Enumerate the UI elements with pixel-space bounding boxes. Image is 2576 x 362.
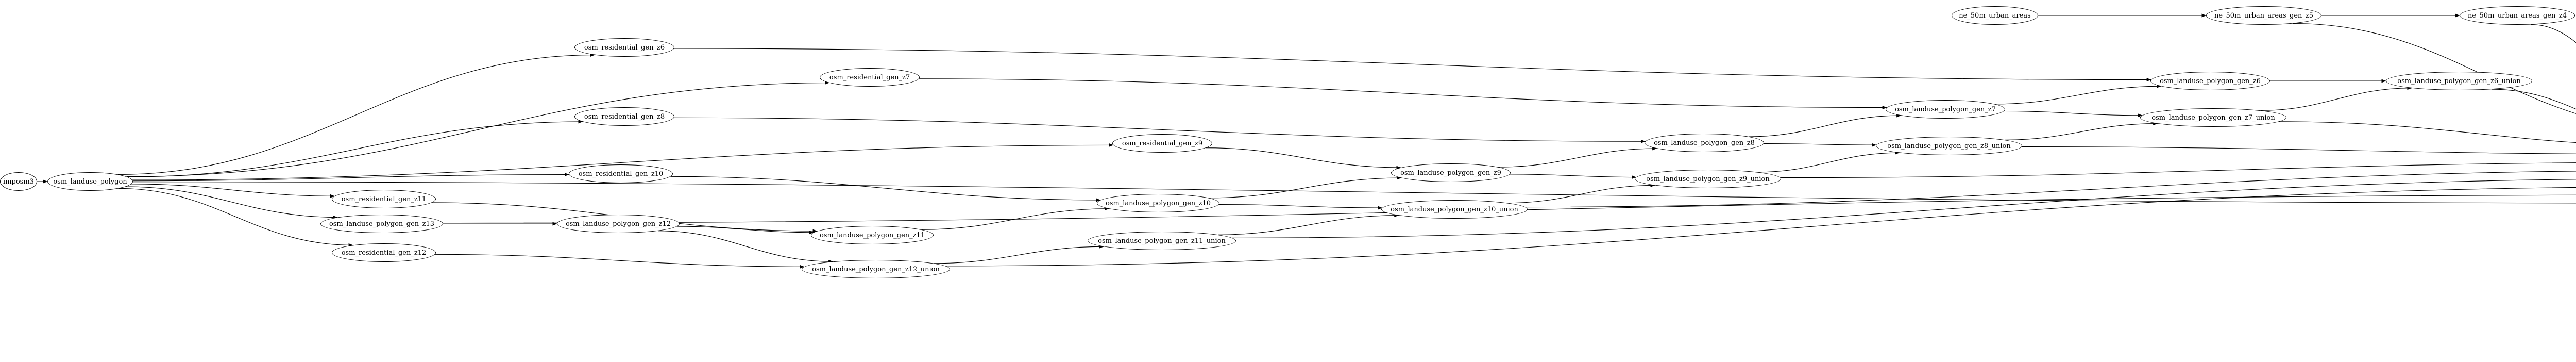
graph-edge [2005,122,2158,140]
graph-node-label: ne_50m_urban_areas [1959,11,2031,20]
graph-node-label: osm_landuse_polygon_gen_z7_union [2151,113,2275,122]
graph-edge [1218,204,1383,210]
graph-node-label: osm_landuse_polygon_gen_z13 [329,220,435,228]
graph-edge [1206,147,1401,170]
graph-edge [1218,213,1399,235]
graph-edge [1209,176,1402,199]
graph-node-label: osm_landuse_polygon_gen_z6_union [2397,77,2521,85]
graph-edge [2022,146,2576,154]
graph-edge [1510,174,1636,179]
graph-node-osm-landuse-polygon-gen-z9-union[interactable]: osm_landuse_polygon_gen_z9_union [1635,170,1781,188]
graph-edge [132,182,2576,204]
graph-edge [921,207,1109,230]
graph-node-osm-landuse-polygon-gen-z13[interactable]: osm_landuse_polygon_gen_z13 [320,215,443,233]
graph-node-label: osm_landuse_polygon_gen_z11 [819,231,925,239]
graph-node-label: osm_residential_gen_z11 [341,195,427,203]
graph-node-label: osm_landuse_polygon_gen_z11_union [1098,237,1226,245]
graph-node-osm-landuse-polygon-gen-z6-union[interactable]: osm_landuse_polygon_gen_z6_union [2386,72,2532,90]
graph-edge [919,78,1887,110]
graph-edge [1507,183,1655,204]
graph-node-osm-residential-gen-z8[interactable]: osm_residential_gen_z8 [574,107,674,126]
graph-edge [125,186,338,219]
graph-edge [131,184,335,198]
graph-node-label: osm_landuse_polygon_gen_z10 [1105,199,1211,207]
graph-node-label: osm_landuse_polygon_gen_z10_union [1391,205,1518,213]
graph-node-label: osm_residential_gen_z8 [584,112,665,121]
graph-node-label: osm_residential_gen_z10 [578,170,664,178]
graph-node-osm-residential-gen-z9[interactable]: osm_residential_gen_z9 [1112,134,1212,153]
graph-node-label: imposm3 [3,177,34,186]
graph-node-osm-landuse-polygon-gen-z6[interactable]: osm_landuse_polygon_gen_z6 [2150,72,2270,90]
graph-node-osm-residential-gen-z12[interactable]: osm_residential_gen_z12 [332,243,436,262]
graph-node-label: osm_landuse_polygon_gen_z12_union [812,265,940,273]
graph-node-osm-landuse-polygon-gen-z11[interactable]: osm_landuse_polygon_gen_z11 [811,226,934,244]
graph-edge [1749,113,1902,137]
graph-node-osm-landuse-polygon-gen-z7[interactable]: osm_landuse_polygon_gen_z7 [1886,100,2005,119]
graph-node-ne-50m-urban-areas-gen-z5[interactable]: ne_50m_urban_areas_gen_z5 [2206,6,2321,25]
graph-edge [670,176,1101,202]
graph-node-osm-residential-gen-z7[interactable]: osm_residential_gen_z7 [820,68,920,87]
graph-edge [934,244,1104,264]
graph-node-label: osm_landuse_polygon_gen_z7 [1895,105,1996,113]
graph-node-osm-landuse-polygon-gen-z11-union[interactable]: osm_landuse_polygon_gen_z11_union [1088,232,1236,250]
graph-node-label: ne_50m_urban_areas_gen_z4 [2467,11,2567,20]
graph-node-osm-landuse-polygon-gen-z10[interactable]: osm_landuse_polygon_gen_z10 [1097,194,1219,212]
graph-node-label: osm_residential_gen_z7 [829,73,910,81]
graph-node-label: osm_landuse_polygon [53,177,127,186]
graph-node-ne-50m-urban-areas-gen-z4[interactable]: ne_50m_urban_areas_gen_z4 [2460,6,2575,25]
graph-edge [2279,121,2576,143]
graph-node-label: osm_landuse_polygon_gen_z6 [2160,77,2261,85]
graph-node-label: osm_landuse_polygon_gen_z9 [1400,169,1501,177]
graph-edge [1757,151,1900,173]
graph-edge [2004,110,2143,118]
graph-edge [2491,89,2576,110]
graph-edge [658,231,834,264]
graph-node-osm-residential-gen-z11[interactable]: osm_residential_gen_z11 [332,190,436,208]
graph-node-label: osm_landuse_polygon_gen_z8_union [1887,142,2011,150]
graph-edge [132,173,569,182]
graph-node-ne-50m-urban-areas[interactable]: ne_50m_urban_areas [1952,6,2038,25]
graph-node-osm-landuse-polygon[interactable]: osm_landuse_polygon [47,172,133,191]
graph-edge [1994,84,2161,105]
graph-edge [1780,162,2576,178]
graph-edge [2531,24,2576,43]
graph-node-osm-residential-gen-z10[interactable]: osm_residential_gen_z10 [569,164,673,183]
graph-node-osm-landuse-polygon-gen-z8[interactable]: osm_landuse_polygon_gen_z8 [1645,134,1764,152]
graph-edge [118,188,353,247]
graph-edge [435,254,805,269]
graph-node-label: osm_landuse_polygon_gen_z8 [1654,139,1755,147]
graph-node-label: osm_landuse_polygon_gen_z12 [565,220,671,228]
graph-edge [677,226,814,235]
graph-node-label: osm_residential_gen_z9 [1122,139,1203,147]
graph-node-osm-landuse-polygon-gen-z8-union[interactable]: osm_landuse_polygon_gen_z8_union [1876,137,2022,155]
graph-node-osm-residential-gen-z6[interactable]: osm_residential_gen_z6 [574,38,674,57]
graph-node-osm-landuse-polygon-gen-z7-union[interactable]: osm_landuse_polygon_gen_z7_union [2140,108,2286,127]
graph-node-imposm3[interactable]: imposm3 [0,172,37,191]
graph-node-osm-landuse-polygon-gen-z9[interactable]: osm_landuse_polygon_gen_z9 [1391,163,1511,182]
graph-node-label: osm_residential_gen_z6 [584,43,665,52]
graph-edge [1764,143,1877,147]
graph-edge [126,81,829,177]
graph-edge [1498,146,1657,168]
graph-node-osm-landuse-polygon-gen-z12-union[interactable]: osm_landuse_polygon_gen_z12_union [802,260,950,278]
graph-node-label: ne_50m_urban_areas_gen_z5 [2214,11,2314,20]
graph-node-osm-landuse-polygon-gen-z10-union[interactable]: osm_landuse_polygon_gen_z10_union [1381,200,1528,219]
graph-edge [127,120,583,177]
graph-edge [118,53,595,175]
graph-node-label: osm_landuse_polygon_gen_z9_union [1646,175,1770,183]
graph-node-osm-landuse-polygon-gen-z12[interactable]: osm_landuse_polygon_gen_z12 [557,215,680,233]
graph-edge [2261,86,2412,111]
graph-node-label: osm_residential_gen_z12 [341,249,427,257]
